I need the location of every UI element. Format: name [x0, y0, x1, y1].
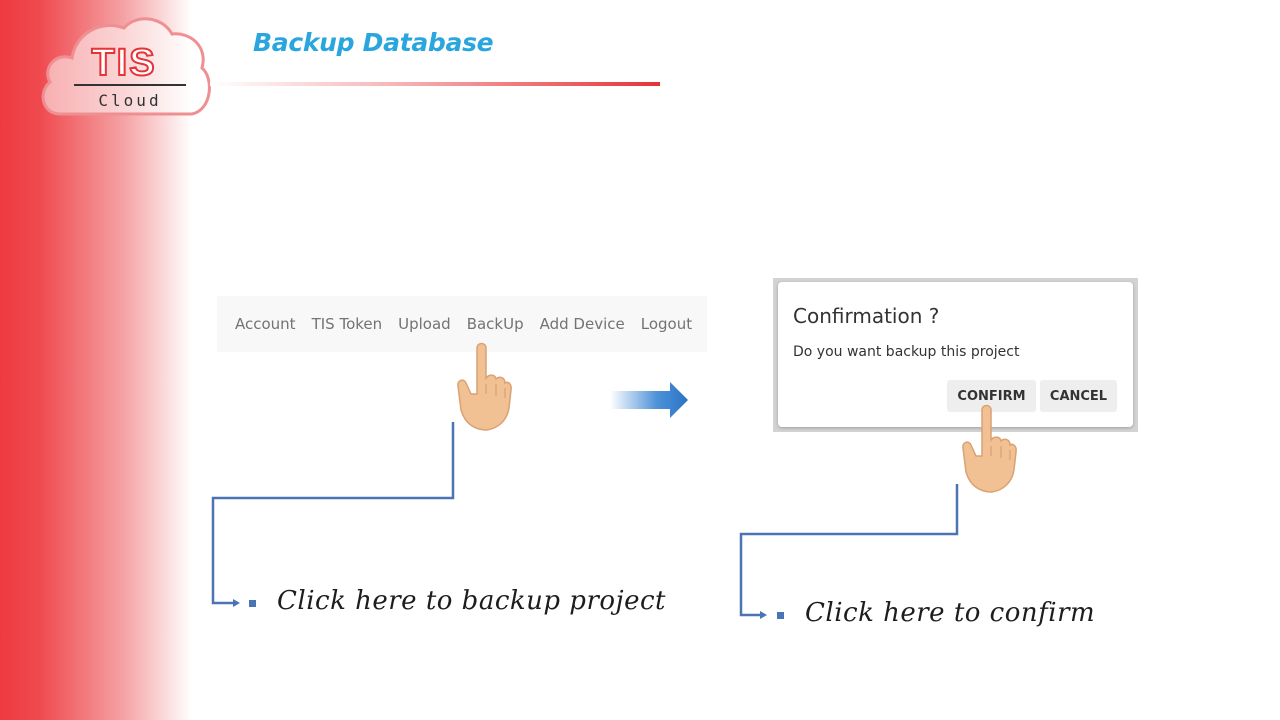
- pointing-hand-icon: [962, 404, 1017, 493]
- nav-item-upload[interactable]: Upload: [398, 315, 451, 333]
- confirmation-dialog: Confirmation ? Do you want backup this p…: [778, 282, 1133, 427]
- caption-backup: Click here to backup project: [277, 586, 666, 616]
- dialog-screenshot-frame: Confirmation ? Do you want backup this p…: [773, 278, 1138, 432]
- nav-item-account[interactable]: Account: [235, 315, 296, 333]
- nav-item-logout[interactable]: Logout: [640, 315, 693, 333]
- cancel-button[interactable]: CANCEL: [1040, 380, 1117, 412]
- right-arrow-icon: [610, 382, 688, 418]
- dialog-title: Confirmation ?: [793, 304, 940, 328]
- logo-brand-text: TIS: [90, 42, 157, 84]
- navbar: Account TIS Token Upload BackUp Add Devi…: [217, 296, 707, 352]
- caption-confirm: Click here to confirm: [805, 598, 1096, 628]
- nav-item-tis-token[interactable]: TIS Token: [311, 315, 383, 333]
- page-title: Backup Database: [253, 28, 494, 57]
- logo-divider: [74, 84, 186, 86]
- tis-cloud-logo: TIS Cloud: [38, 12, 214, 120]
- cloud-logo-icon: [41, 17, 211, 116]
- nav-item-backup[interactable]: BackUp: [466, 315, 524, 333]
- nav-item-add-device[interactable]: Add Device: [539, 315, 625, 333]
- left-gradient-band: [0, 0, 200, 720]
- dialog-message: Do you want backup this project: [793, 344, 1020, 360]
- bullet-marker: [777, 612, 784, 619]
- confirm-button[interactable]: CONFIRM: [947, 380, 1036, 412]
- bullet-marker: [249, 600, 256, 607]
- title-underline: [210, 82, 660, 86]
- logo-sub-text: Cloud: [98, 91, 162, 110]
- pointing-hand-icon: [457, 342, 512, 431]
